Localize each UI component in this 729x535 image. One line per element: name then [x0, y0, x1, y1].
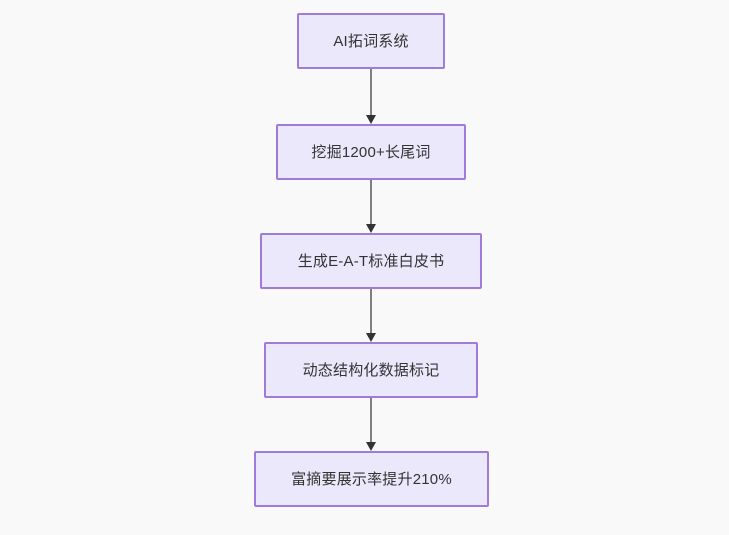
flow-node-label: 生成E-A-T标准白皮书	[297, 252, 445, 270]
flow-node-label: AI拓词系统	[333, 32, 409, 50]
flow-node-label: 富摘要展示率提升210%	[291, 470, 452, 488]
flow-node-label: 动态结构化数据标记	[302, 361, 440, 379]
flow-edge-3	[366, 289, 376, 342]
flow-edge-1	[366, 69, 376, 124]
flow-node-rich-snippet-impression-uplift[interactable]: 富摘要展示率提升210%	[254, 451, 489, 507]
flow-edge-4	[366, 398, 376, 451]
edge-line	[370, 69, 372, 116]
arrowhead-down-icon	[366, 333, 376, 342]
flow-node-mine-longtail-keywords[interactable]: 挖掘1200+长尾词	[276, 124, 466, 180]
flow-node-label: 挖掘1200+长尾词	[311, 143, 431, 161]
edge-line	[370, 398, 372, 443]
edge-line	[370, 289, 372, 334]
arrowhead-down-icon	[366, 115, 376, 124]
edge-line	[370, 180, 372, 225]
flow-edge-2	[366, 180, 376, 233]
flow-node-generate-eat-whitepaper[interactable]: 生成E-A-T标准白皮书	[260, 233, 482, 289]
flow-node-ai-keyword-system[interactable]: AI拓词系统	[297, 13, 445, 69]
arrowhead-down-icon	[366, 224, 376, 233]
flow-node-dynamic-structured-data-markup[interactable]: 动态结构化数据标记	[264, 342, 478, 398]
arrowhead-down-icon	[366, 442, 376, 451]
